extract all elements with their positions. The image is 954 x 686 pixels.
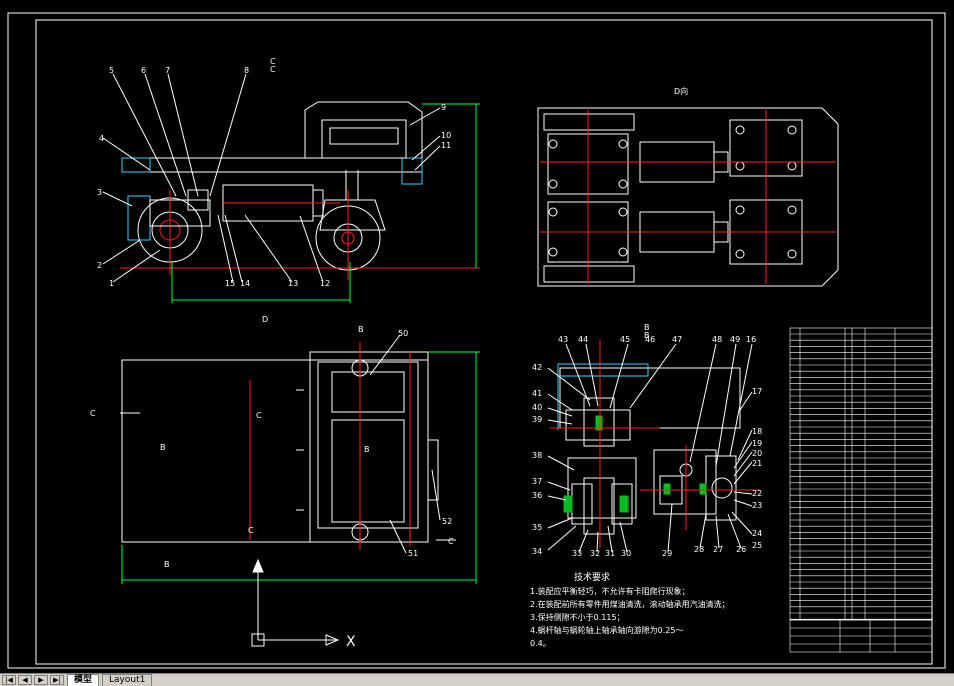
svg-text:C: C — [448, 537, 454, 546]
svg-text:22: 22 — [752, 489, 762, 498]
svg-text:7: 7 — [165, 66, 170, 75]
tab-layout1[interactable]: Layout1 — [102, 674, 153, 686]
callouts-plan: 50 51 52 C C B B B B C C — [90, 325, 454, 569]
svg-text:B: B — [164, 560, 170, 569]
prev-tab-button[interactable]: ◀ — [18, 675, 32, 685]
note-line: 2.在装配前所有零件用煤油清洗，滚动轴承用汽油清洗； — [530, 599, 730, 609]
svg-text:27: 27 — [713, 545, 723, 554]
svg-text:6: 6 — [141, 66, 146, 75]
svg-text:16: 16 — [746, 335, 756, 344]
svg-text:C: C — [248, 526, 254, 535]
svg-text:20: 20 — [752, 449, 762, 458]
svg-text:15: 15 — [225, 279, 235, 288]
view-plan — [120, 334, 480, 584]
last-tab-button[interactable]: ▶| — [50, 675, 64, 685]
svg-text:5: 5 — [109, 66, 114, 75]
bom-border — [789, 327, 933, 621]
view-section-bb — [547, 340, 760, 553]
svg-text:48: 48 — [712, 335, 722, 344]
svg-text:26: 26 — [736, 545, 746, 554]
callouts-section-cc: 5 6 7 8 4 3 2 1 15 14 13 12 9 10 11 C C … — [97, 57, 451, 324]
svg-text:41: 41 — [532, 389, 542, 398]
svg-text:8: 8 — [244, 66, 249, 75]
svg-text:B: B — [358, 325, 364, 334]
svg-text:30: 30 — [621, 549, 631, 558]
svg-text:39: 39 — [532, 415, 542, 424]
svg-text:C: C — [270, 57, 276, 66]
svg-text:C: C — [270, 65, 276, 74]
svg-text:32: 32 — [590, 549, 600, 558]
svg-text:19: 19 — [752, 439, 762, 448]
note-line: 3.保持侧隙不小于0.115； — [530, 612, 625, 622]
svg-text:52: 52 — [442, 517, 452, 526]
svg-text:50: 50 — [398, 329, 408, 338]
callouts-section-bb: 43 44 45 46 47 48 49 16 42 41 40 39 38 3… — [532, 323, 762, 558]
technical-notes: 技术要求 1.装配应平衡轻巧，不允许有卡阻爬行现象； 2.在装配前所有零件用煤油… — [530, 571, 730, 648]
svg-text:21: 21 — [752, 459, 762, 468]
first-tab-button[interactable]: |◀ — [2, 675, 16, 685]
svg-text:C: C — [90, 409, 96, 418]
inner-frame — [35, 19, 933, 665]
svg-text:B: B — [644, 331, 650, 340]
svg-text:44: 44 — [578, 335, 588, 344]
note-line: 0.4。 — [530, 639, 551, 648]
note-line: 1.装配应平衡轻巧，不允许有卡阻爬行现象； — [530, 586, 690, 596]
svg-text:31: 31 — [605, 549, 615, 558]
svg-text:2: 2 — [97, 261, 102, 270]
svg-text:51: 51 — [408, 549, 418, 558]
svg-text:12: 12 — [320, 279, 330, 288]
parts-list-table — [789, 327, 933, 653]
view-d-direction — [537, 107, 839, 287]
svg-text:35: 35 — [532, 523, 542, 532]
outer-frame — [7, 12, 946, 669]
layout-tab-bar: |◀ ◀ ▶ ▶| 模型 Layout1 — [0, 673, 954, 686]
next-tab-button[interactable]: ▶ — [34, 675, 48, 685]
svg-text:B: B — [160, 443, 166, 452]
view-section-cc — [102, 73, 480, 303]
notes-title: 技术要求 — [574, 571, 610, 583]
svg-text:C: C — [256, 411, 262, 420]
note-line: 4.蜗杆轴与蜗轮轴上轴承轴向游隙为0.25～ — [530, 625, 683, 635]
svg-text:B: B — [644, 323, 650, 332]
svg-text:3: 3 — [97, 188, 102, 197]
ucs-icon — [251, 558, 340, 647]
svg-text:14: 14 — [240, 279, 250, 288]
svg-text:13: 13 — [288, 279, 298, 288]
svg-text:49: 49 — [730, 335, 740, 344]
ucs-x-label: X — [346, 634, 356, 650]
svg-text:33: 33 — [572, 549, 582, 558]
svg-text:1: 1 — [109, 279, 114, 288]
svg-text:18: 18 — [752, 427, 762, 436]
tab-model[interactable]: 模型 — [67, 674, 100, 686]
svg-text:43: 43 — [558, 335, 568, 344]
svg-text:45: 45 — [620, 335, 630, 344]
svg-text:42: 42 — [532, 363, 542, 372]
view-d-title: D向 — [674, 86, 688, 96]
svg-text:28: 28 — [694, 545, 704, 554]
svg-text:23: 23 — [752, 501, 762, 510]
svg-text:4: 4 — [99, 134, 104, 143]
svg-text:37: 37 — [532, 477, 542, 486]
svg-text:9: 9 — [441, 103, 446, 112]
svg-text:B: B — [364, 445, 370, 454]
svg-text:46: 46 — [645, 335, 655, 344]
svg-text:11: 11 — [441, 141, 451, 150]
svg-text:29: 29 — [662, 549, 672, 558]
svg-text:36: 36 — [532, 491, 542, 500]
svg-text:25: 25 — [752, 541, 762, 550]
svg-text:D: D — [262, 315, 268, 324]
svg-text:17: 17 — [752, 387, 762, 396]
svg-text:40: 40 — [532, 403, 542, 412]
svg-text:38: 38 — [532, 451, 542, 460]
svg-text:24: 24 — [752, 529, 762, 538]
svg-text:10: 10 — [441, 131, 451, 140]
svg-text:34: 34 — [532, 547, 542, 556]
svg-text:47: 47 — [672, 335, 682, 344]
